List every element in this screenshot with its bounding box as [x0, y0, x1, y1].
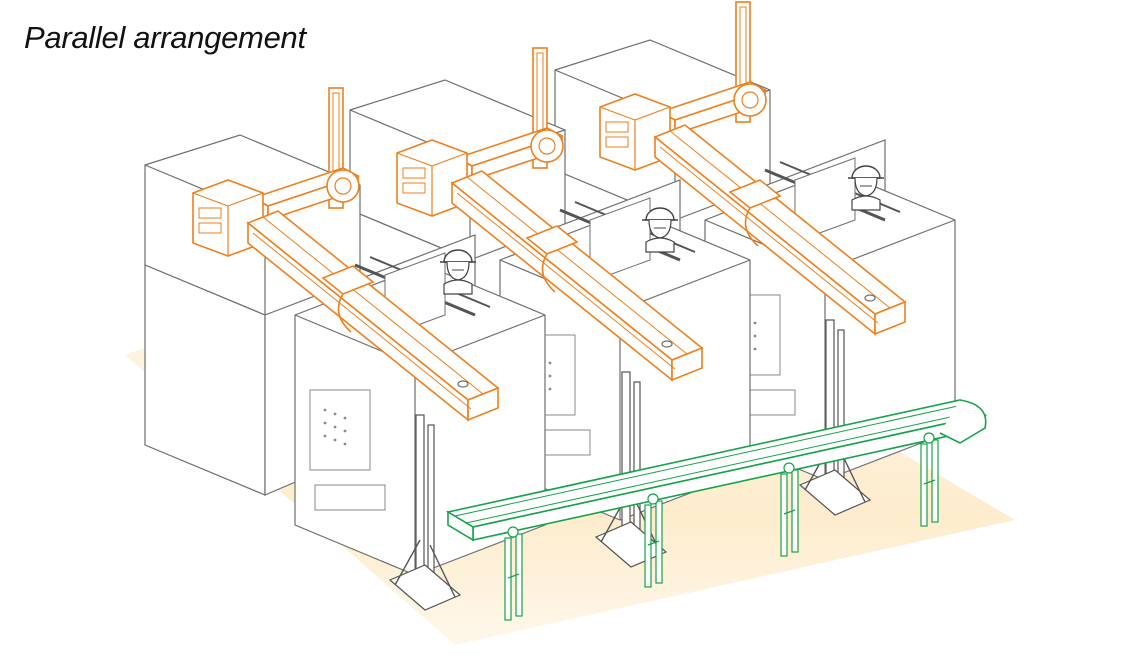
belt-conveyor: [445, 399, 988, 621]
diagram-title: Parallel arrangement: [24, 20, 306, 55]
